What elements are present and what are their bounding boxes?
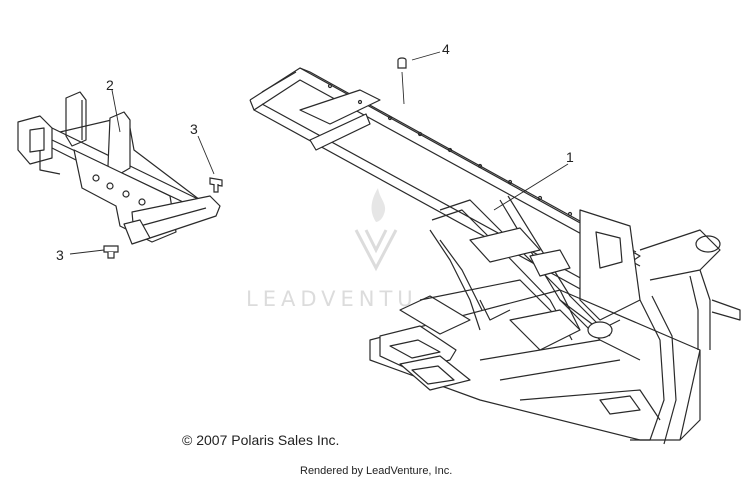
callout-4: 4: [442, 41, 450, 57]
copyright-text: © 2007 Polaris Sales Inc.: [182, 432, 340, 448]
callout-leaders: [69, 51, 569, 255]
plug-icon: [397, 57, 407, 69]
callout-3-lower: 3: [56, 247, 64, 263]
main-frame-assembly: [249, 67, 741, 445]
front-rack-assembly: [17, 91, 221, 245]
watermark-text: LEADVENTU: [246, 287, 418, 311]
frame-holes: [327, 83, 603, 233]
leadventure-flame-logo-icon: [354, 188, 398, 272]
callout-3-upper: 3: [190, 121, 198, 137]
callout-1: 1: [566, 149, 574, 165]
bolt-icon: [209, 177, 223, 193]
bolt-icon: [103, 245, 119, 259]
callout-2: 2: [106, 77, 114, 93]
rendered-by-text: Rendered by LeadVenture, Inc.: [300, 465, 453, 477]
